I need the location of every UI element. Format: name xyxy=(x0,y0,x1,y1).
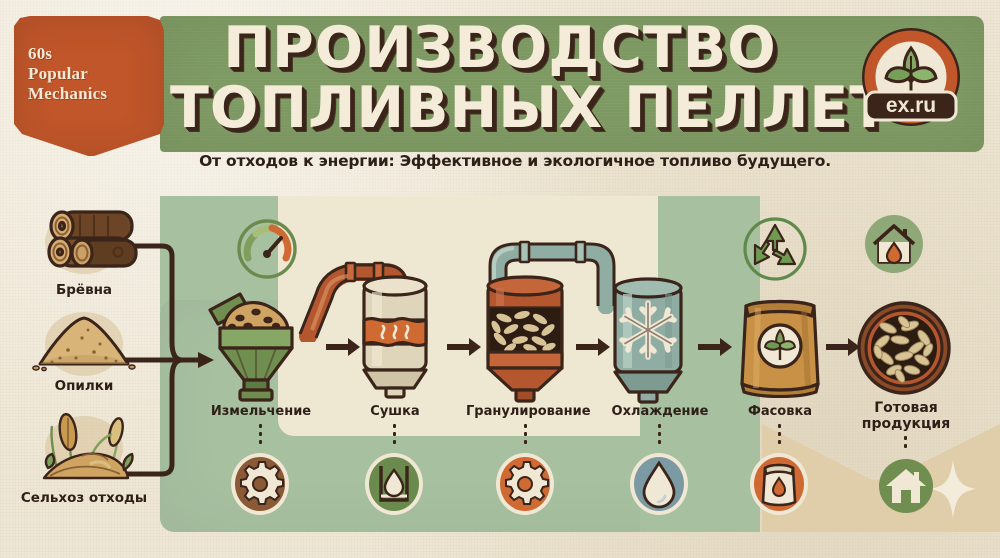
input-material-logs[interactable]: Брёвна xyxy=(14,206,154,298)
stage-label-2: Сушка xyxy=(370,404,420,419)
stage-label-3: Гранулирование xyxy=(466,404,591,419)
brand-line-1: 60s xyxy=(28,44,53,63)
process-panel-green-top xyxy=(160,196,280,311)
leaf-icon xyxy=(884,45,938,98)
brand-text: 60s Popular Mechanics xyxy=(28,44,148,104)
logo-text: ex.ru xyxy=(886,94,936,117)
moisture-icon-badge[interactable] xyxy=(364,452,424,516)
dot-connector-4 xyxy=(658,424,661,448)
final-label-line-1: Готовая xyxy=(874,400,938,416)
brand-line-2: Popular xyxy=(28,64,88,83)
input-label-sawdust: Опилки xyxy=(54,378,114,394)
cooler-vessel-machine xyxy=(613,277,683,404)
pellet-bowl-icon xyxy=(857,301,951,395)
final-label-line-2: продукция xyxy=(861,416,951,432)
final-product-label: Готовая продукция xyxy=(826,400,986,432)
dot-connector-5 xyxy=(778,424,781,448)
flow-arrow-5 xyxy=(826,338,860,356)
leaf-logo-icon xyxy=(764,329,796,360)
brand-line-3: Mechanics xyxy=(28,84,108,103)
stage-label-1: Измельчение xyxy=(210,404,312,419)
packaging-bag-machine xyxy=(740,299,820,398)
recycle-icon xyxy=(743,217,807,281)
fuel-bag-icon-badge[interactable] xyxy=(749,452,809,516)
flow-arrow-1 xyxy=(326,338,360,356)
gear-icon-badge-2[interactable] xyxy=(495,452,555,516)
dryer-vessel-machine xyxy=(362,275,428,399)
input-merge-connector xyxy=(123,243,214,477)
gauge-icon xyxy=(237,219,297,279)
droplet-icon-badge[interactable] xyxy=(629,452,689,516)
page-subtitle: От отходов к энергии: Эффективное и экол… xyxy=(199,152,831,170)
ex-ru-logo[interactable]: ex.ru xyxy=(852,22,970,140)
stage-label-4: Охлаждение xyxy=(611,404,709,419)
flow-arrow-3 xyxy=(576,338,610,356)
gear-icon-badge-1[interactable] xyxy=(230,452,290,516)
hopper-grinder-machine xyxy=(208,292,294,402)
header-banner xyxy=(160,16,984,152)
pelletizer-vessel-machine xyxy=(486,275,564,403)
sawdust-icon xyxy=(32,316,136,372)
dot-connector-3 xyxy=(524,424,527,448)
title-line-1: ПРОИЗВОДСТВО xyxy=(223,15,777,81)
flow-arrow-2 xyxy=(447,338,481,356)
title-line-2: ТОПЛИВНЫХ ПЕЛЛЕТ xyxy=(170,75,890,141)
page-title: ПРОИЗВОДСТВО ТОПЛИВНЫХ ПЕЛЛЕТ xyxy=(170,15,890,141)
agri-waste-icon xyxy=(42,412,134,480)
dot-connector-6 xyxy=(904,436,907,452)
logs-icon xyxy=(47,210,138,268)
dot-connector-2 xyxy=(393,424,396,448)
stage-label-5: Фасовка xyxy=(747,404,813,419)
dot-connector-1 xyxy=(259,424,262,448)
input-material-agri-waste[interactable]: Сельхоз отходы xyxy=(14,412,154,506)
input-label-agri-waste: Сельхоз отходы xyxy=(20,490,148,506)
teal-pipe xyxy=(488,240,616,314)
brand-badge xyxy=(14,16,164,156)
input-label-logs: Брёвна xyxy=(55,282,113,298)
sparkle-icon xyxy=(930,460,976,518)
house-icon-badge[interactable] xyxy=(876,456,936,516)
flow-arrow-4 xyxy=(698,338,732,356)
input-material-sawdust[interactable]: Опилки xyxy=(14,308,154,394)
house-fire-icon xyxy=(865,215,923,273)
